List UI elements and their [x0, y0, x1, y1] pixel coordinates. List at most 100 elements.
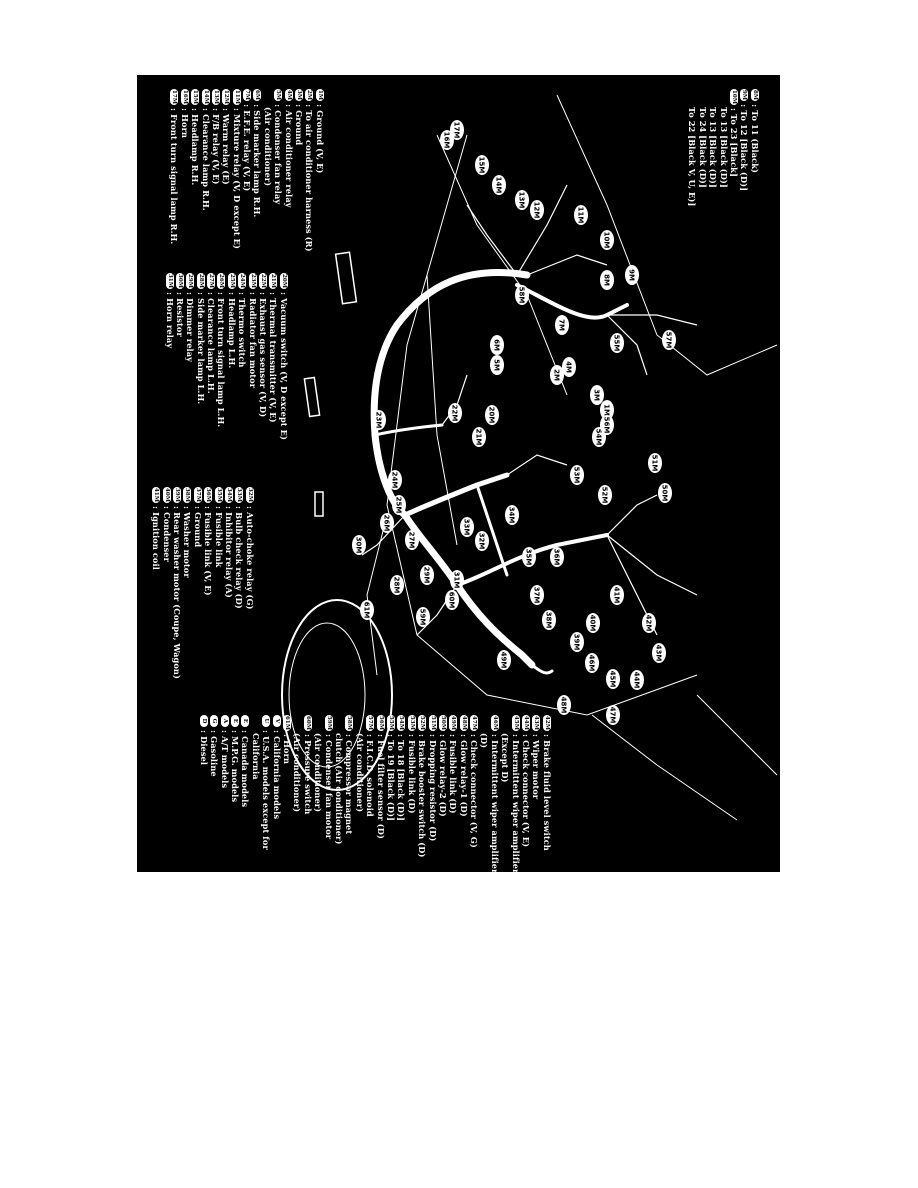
legend-text: Ground	[294, 110, 305, 146]
legend-separator: :	[224, 506, 235, 510]
legend-code-badge	[356, 715, 364, 727]
callout-label: 31M	[453, 572, 461, 589]
legend-code-badge: 21M	[269, 273, 278, 290]
callout-label: 33M	[463, 519, 471, 536]
legend-item: 11M:Mixture relay (V, D except E)	[231, 89, 242, 252]
legend-item: 5M:Condenser fan relay	[273, 89, 283, 252]
legend-item: 46M:Intermittent wiper amplifier	[490, 715, 500, 872]
legend-text: Radiator fan motor	[247, 298, 258, 389]
legend-text: Diesel	[198, 736, 209, 766]
callout-label: 28M	[393, 577, 401, 594]
legend-text: Condenser fan motor	[323, 740, 334, 840]
legend-code-badge	[688, 89, 696, 101]
callout-label: 1M	[603, 404, 611, 416]
legend-code-badge: 53M	[407, 715, 416, 732]
legend-separator: :	[247, 292, 258, 296]
callout-label: 22M	[451, 405, 459, 422]
legend-code-badge	[335, 715, 343, 727]
callout-label: 56M	[603, 417, 611, 434]
callout-bubble	[606, 669, 620, 689]
legend-item: 48M:Glow relay-1 (D)	[458, 715, 469, 872]
callout-bubble	[485, 405, 499, 425]
legend-item: 30M:Resistor	[175, 273, 185, 440]
callout-marker: 52M	[598, 485, 612, 505]
legend-text: Gasoline	[209, 736, 220, 777]
legend-item: 31M:Horn relay	[164, 273, 175, 440]
callout-bubble	[360, 600, 374, 620]
callout-label: 14M	[495, 177, 503, 194]
callout-bubble	[642, 613, 656, 633]
callout-bubble	[625, 265, 639, 285]
legend-separator: :	[396, 734, 407, 738]
legend-text: Mixture relay (V, D except E)	[231, 114, 242, 249]
legend-text: Horn relay	[164, 298, 175, 349]
callout-bubble	[475, 531, 489, 551]
callout-marker: 2M	[550, 365, 564, 385]
callout-marker: 22M	[448, 403, 462, 423]
legend-text: California	[250, 733, 261, 780]
callout-label: 12M	[533, 202, 541, 219]
callout-bubble	[490, 355, 504, 375]
callout-marker: 11M	[574, 205, 588, 225]
callout-bubble	[610, 333, 624, 353]
legend-item: 1M:Ground (V, E)	[315, 89, 325, 252]
legend-text: Side marker lamp R.H.	[252, 110, 263, 218]
legend-item: 52M:Brake booster switch (D)	[417, 715, 427, 872]
legend-item: 25M:Headlamp L.H.	[227, 273, 237, 440]
legend-separator: :	[172, 506, 183, 510]
callout-bubble	[586, 613, 600, 633]
legend-text: Rear washer motor (Coupe, Wagon)	[172, 512, 183, 679]
legend-text: Thermo switch	[237, 298, 248, 368]
legend-separator: :	[169, 108, 180, 112]
legend-separator: :	[164, 292, 175, 296]
legend-item: 7M:E.F.E. relay (V, E)	[242, 89, 252, 252]
callout-marker: 23M	[372, 410, 386, 430]
legend-item: E:Canada models	[240, 715, 250, 872]
legend-code-badge: 40M	[162, 487, 171, 504]
legend-code-badge: 11M	[232, 89, 241, 106]
callout-bubble	[445, 590, 459, 610]
legend-separator: :	[458, 734, 469, 738]
legend-code-badge: 1M	[315, 89, 324, 102]
legend-text: To 13 [Black (D)]	[708, 107, 719, 188]
legend-item: 58M:Compressor magnet	[344, 715, 354, 872]
callout-marker: 61M	[360, 600, 374, 620]
legend-code-badge: 33M	[235, 487, 244, 504]
legend-code-badge: 22M	[259, 273, 268, 290]
callout-marker: 28M	[390, 575, 404, 595]
callout-marker: 13M	[515, 190, 529, 210]
callout-marker: 39M	[570, 632, 584, 652]
legend-separator: :	[729, 108, 740, 112]
legend-item: 24M:Thermo switch	[237, 273, 247, 440]
legend-text: Canada models	[240, 736, 251, 808]
legend-text: M.P.G. models	[230, 736, 241, 803]
legend-code-badge: 43M	[532, 715, 541, 732]
callout-marker: 55M	[610, 333, 624, 353]
legend-code-badge: 20M	[279, 273, 288, 290]
legend-item: 21M:Thermal transmitter (V, E)	[268, 273, 278, 440]
legend-separator: :	[161, 506, 172, 510]
callout-bubble	[652, 643, 666, 663]
legend-separator: :	[302, 734, 313, 738]
legend-item: 34M:Inhibitor relay (A)	[224, 487, 234, 679]
legend-code-badge: 41M	[152, 487, 161, 504]
legend-text: To 24 [Black (D)]	[697, 107, 708, 188]
callout-bubble	[450, 570, 464, 590]
legend-separator: :	[268, 292, 279, 296]
callout-bubble	[630, 670, 644, 690]
legend-text: Wiper motor	[531, 740, 542, 800]
callout-bubble	[416, 607, 430, 627]
legend-code-badge	[480, 715, 488, 727]
legend-code-badge: 60M	[303, 715, 312, 732]
callout-label: 5M	[493, 359, 501, 371]
callout-label: 37M	[533, 587, 541, 604]
callout-marker: 45M	[606, 669, 620, 689]
callout-bubble	[522, 547, 536, 567]
legend-separator: :	[234, 506, 245, 510]
legend-item: (Air conditioner)	[292, 715, 302, 872]
legend-text: Brake fluid level switch	[541, 740, 552, 851]
callout-marker: 8M	[600, 270, 614, 290]
callout-label: 21M	[475, 429, 483, 446]
callout-label: 38M	[545, 612, 553, 629]
